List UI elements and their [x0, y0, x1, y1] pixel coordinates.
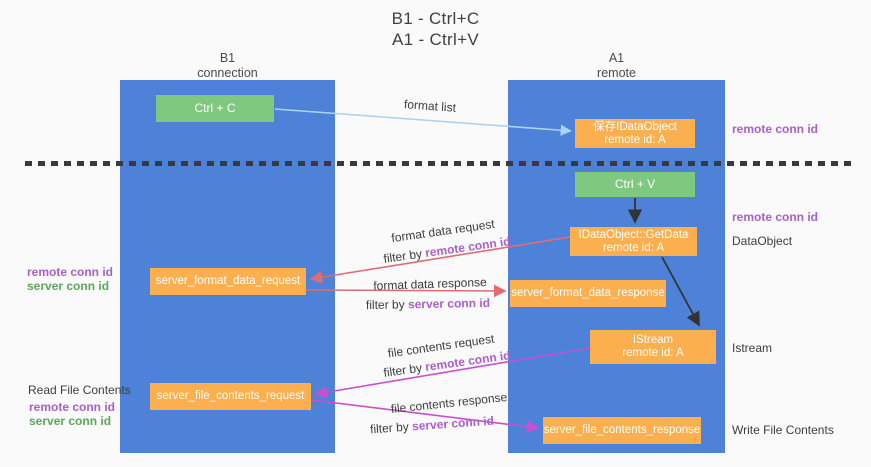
right-column-id: A1: [608, 51, 625, 65]
right-istream-label: Istream: [732, 341, 773, 355]
save-dataobject-remote-id: remote id: A: [604, 133, 666, 146]
server-file-contents-response-box: server_file_contents_response: [543, 417, 701, 444]
filter-server-conn-id-1: server conn id: [407, 295, 491, 312]
right-dataobject-label: DataObject: [732, 234, 793, 248]
ctrl-v-label: Ctrl + V: [614, 177, 656, 191]
diagram-title: B1 - Ctrl+C A1 - Ctrl+V: [0, 8, 871, 50]
left-read-file-contents-label: Read File Contents: [28, 383, 131, 397]
left-server-conn-id-mid: server conn id: [27, 279, 110, 293]
ctrl-c-label: Ctrl + C: [194, 101, 236, 115]
format-list-label: format list: [403, 97, 457, 115]
save-dataobject-box: 保存IDataObject remote id: A: [575, 119, 695, 148]
istream-remote-id: remote id: A: [622, 347, 684, 359]
server-file-contents-request-label: server_file_contents_request: [156, 390, 305, 402]
right-remote-conn-id-mid: remote conn id: [732, 210, 819, 224]
left-column-id: B1: [219, 51, 236, 65]
file-contents-response-label: file contents response: [390, 389, 508, 417]
right-write-file-contents-label: Write File Contents: [732, 423, 834, 437]
server-file-contents-response-label: server_file_contents_response: [543, 424, 701, 436]
filter-by-prefix-1: filter by: [382, 246, 427, 266]
session-divider-dashed-line: [25, 161, 855, 166]
title-line-2: A1 - Ctrl+V: [392, 30, 479, 49]
ctrl-v-event-box: Ctrl + V: [575, 172, 695, 197]
format-data-response-label: format data response: [373, 275, 487, 293]
right-column-role: remote: [597, 66, 636, 80]
getdata-title: IDataObject::GetData: [578, 228, 689, 241]
server-format-data-response-label: server_format_data_response: [511, 287, 665, 299]
left-remote-conn-id-bottom: remote conn id: [29, 400, 116, 414]
right-column-header: A1 remote: [508, 51, 725, 81]
filter-server-conn-id-2: server conn id: [411, 413, 495, 434]
ctrl-c-event-box: Ctrl + C: [156, 95, 274, 122]
title-line-1: B1 - Ctrl+C: [391, 9, 480, 28]
server-format-data-request-label: server_format_data_request: [155, 275, 301, 287]
server-format-data-request-box: server_format_data_request: [150, 268, 306, 295]
getdata-box: IDataObject::GetData remote id: A: [570, 227, 697, 256]
getdata-remote-id: remote id: A: [602, 241, 665, 254]
filter-by-prefix-2: filter by: [365, 297, 409, 313]
left-server-conn-id-bottom: server conn id: [29, 414, 112, 428]
left-column-header: B1 connection: [120, 51, 335, 81]
filter-by-prefix-3: filter by: [382, 360, 427, 380]
istream-title: IStream: [632, 334, 674, 346]
server-file-contents-request-box: server_file_contents_request: [150, 383, 311, 410]
left-column-role: connection: [197, 66, 258, 80]
left-remote-conn-id-mid: remote conn id: [27, 265, 114, 279]
istream-box: IStream remote id: A: [590, 330, 716, 364]
filter-by-server-1: filter by server conn id: [366, 296, 490, 312]
filter-by-prefix-4: filter by: [369, 419, 413, 437]
filter-by-server-2: filter by server conn id: [370, 414, 495, 437]
server-format-data-response-box: server_format_data_response: [510, 280, 666, 307]
right-remote-conn-id-top: remote conn id: [732, 122, 819, 136]
save-dataobject-title: 保存IDataObject: [593, 120, 677, 133]
